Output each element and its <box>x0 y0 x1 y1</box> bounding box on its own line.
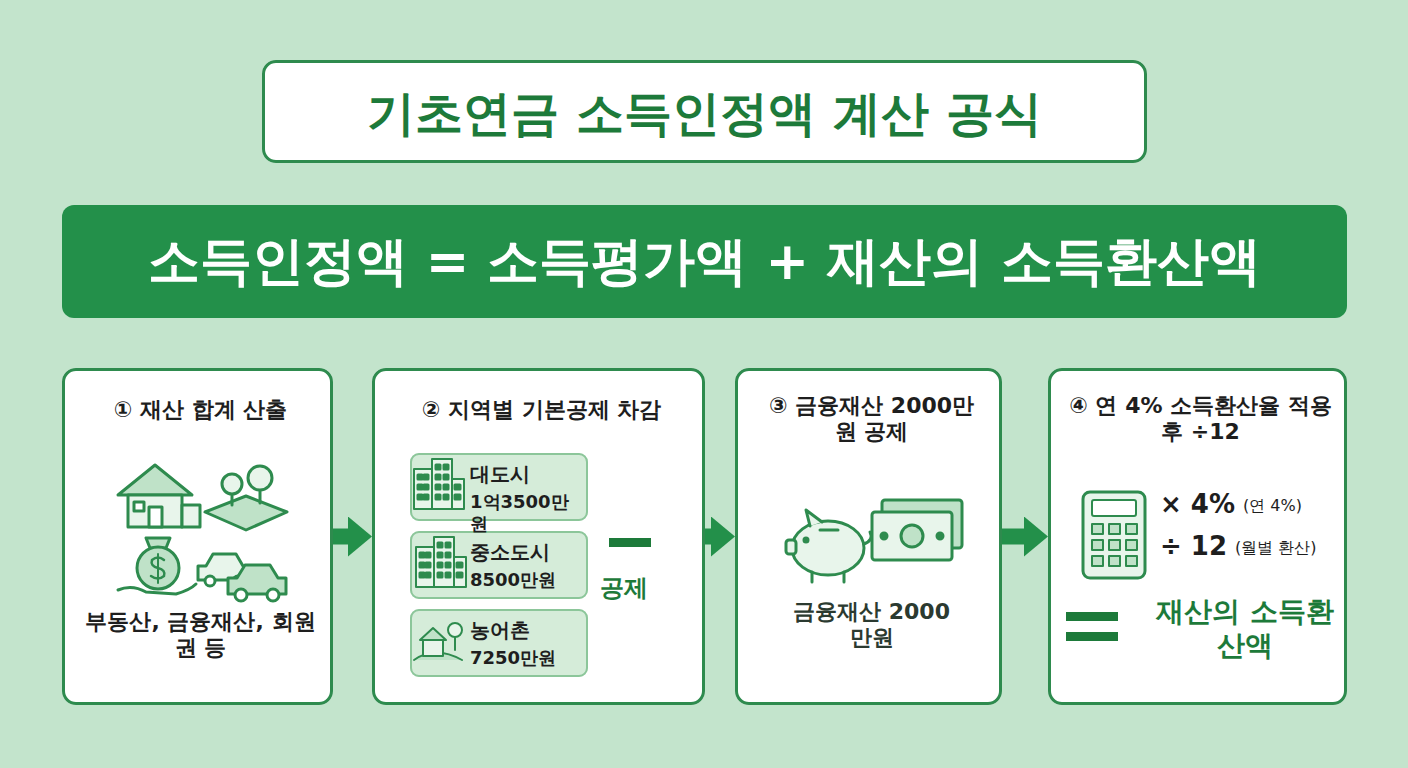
node-fill <box>262 60 1147 163</box>
operation-label: × 4% <box>1160 489 1235 520</box>
node-heading: 기초연금 소득인정액 계산 공식 <box>367 85 1041 143</box>
node-body: 8500만원 <box>470 569 586 591</box>
node-fill <box>372 368 705 705</box>
node-body: 금융재산 2000만원 <box>786 599 957 652</box>
node-body: 부동산, 금융재산, 회원권 등 <box>85 609 316 662</box>
step-panel: ② 지역별 기본공제 차감대도시1억3500만원중소도시8500만원농어촌725… <box>372 368 705 705</box>
node-heading: ③ 금융재산 2000만원 공제 <box>766 393 977 446</box>
node-body: 재산의 소득환산액 <box>1155 595 1335 662</box>
node-heading: ② 지역별 기본공제 차감 <box>385 397 698 423</box>
node-heading: ① 재산 합계 산출 <box>75 397 326 423</box>
operation-note: (월별 환산) <box>1235 538 1317 557</box>
node-fill <box>410 609 588 677</box>
deduct-label: 공제 <box>600 574 648 603</box>
title-box: 기초연금 소득인정액 계산 공식 <box>262 60 1147 163</box>
node-fill <box>62 368 333 705</box>
node-heading: 대도시 <box>470 462 586 486</box>
flow-arrow <box>1002 529 1034 545</box>
node-body: 1억3500만원 <box>470 491 586 534</box>
operation-label: ÷ 12 <box>1160 531 1227 562</box>
node-fill <box>1048 368 1347 705</box>
node-fill <box>735 368 1002 705</box>
node-heading: 소득인정액 = 소득평가액 + 재산의 소득환산액 <box>148 230 1262 292</box>
formula-band: 소득인정액 = 소득평가액 + 재산의 소득환산액 <box>62 205 1347 318</box>
node-body: 7250만원 <box>470 647 586 669</box>
step-panel: ① 재산 합계 산출부동산, 금융재산, 회원권 등 <box>62 368 333 705</box>
node-fill <box>410 531 588 599</box>
operation-note: (연 4%) <box>1243 496 1302 515</box>
flow-arrow <box>705 529 721 545</box>
node-heading: 농어촌 <box>470 618 586 642</box>
node-heading: ④ 연 4% 소득환산율 적용 후 ÷12 <box>1069 393 1332 446</box>
region-box: 농어촌 7250만원 <box>410 609 588 677</box>
node-fill <box>62 205 1347 318</box>
step-panel: ③ 금융재산 2000만원 공제금융재산 2000만원 <box>735 368 1002 705</box>
flow-arrow <box>333 529 358 545</box>
region-box: 중소도시 8500만원 <box>410 531 588 599</box>
node-heading: 중소도시 <box>470 540 586 564</box>
region-box: 대도시1억3500만원 <box>410 453 588 521</box>
